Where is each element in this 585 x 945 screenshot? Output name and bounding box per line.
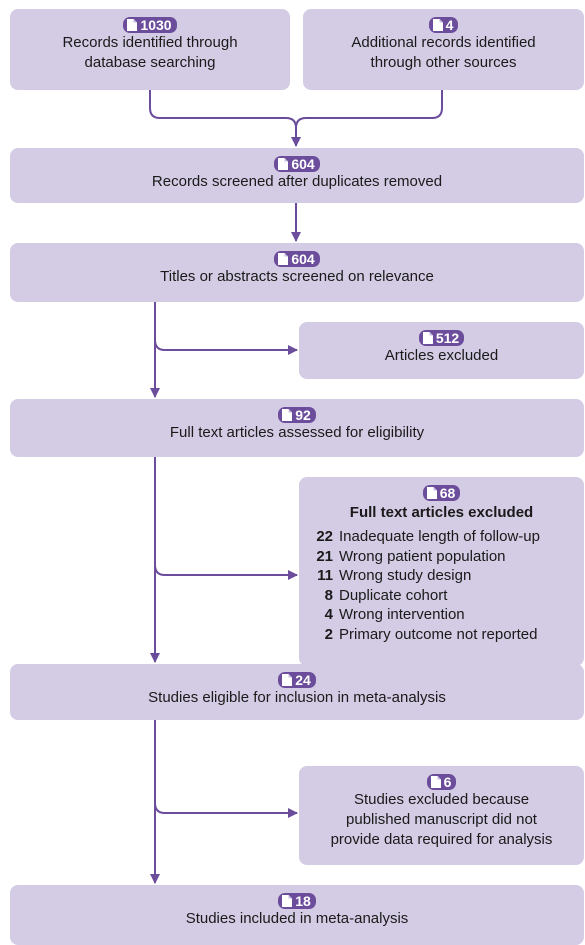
- document-icon: [282, 674, 293, 686]
- reason-text: Duplicate cohort: [339, 586, 448, 604]
- count-value: 1030: [140, 17, 172, 33]
- full-text-assessed-box: 92 Full text articles assessed for eligi…: [10, 399, 584, 457]
- count-value: 18: [295, 893, 311, 909]
- box-label-line: through other sources: [370, 54, 517, 71]
- studies-included-box: 18 Studies included in meta-analysis: [10, 885, 584, 945]
- box-label-line: database searching: [84, 54, 216, 71]
- count-badge: 24: [278, 672, 316, 688]
- studies-eligible-box: 24 Studies eligible for inclusion in met…: [10, 664, 584, 720]
- count-badge: 68: [422, 485, 461, 501]
- exclusion-title: Full text articles excluded: [349, 504, 534, 521]
- count-badge: 604: [274, 156, 320, 172]
- articles-excluded-box: 512 Articles excluded: [299, 322, 584, 379]
- count-value: 92: [295, 407, 311, 423]
- reason-text: Wrong intervention: [339, 606, 465, 623]
- box-label-line: Additional records identified: [351, 34, 536, 51]
- box-label-line: Articles excluded: [384, 347, 499, 364]
- reason-count: 11: [317, 567, 333, 584]
- count-value: 6: [443, 774, 452, 790]
- document-icon: [278, 158, 289, 170]
- count-badge: 18: [278, 893, 316, 909]
- count-badge: 6: [426, 774, 457, 790]
- studies-excluded-box: 6 Studies excluded because published man…: [299, 766, 584, 865]
- reason-text: Primary outcome not reported: [339, 625, 538, 643]
- box-label-line: Studies excluded because: [353, 791, 530, 808]
- document-icon: [282, 895, 293, 907]
- reason-count: 2: [324, 625, 333, 643]
- merge-connector: [149, 90, 443, 129]
- records-screened-box: 604 Records screened after duplicates re…: [10, 148, 584, 203]
- arrow-to-full-text-excluded: [154, 564, 298, 580]
- reason-text: Wrong patient population: [339, 547, 506, 565]
- box-label-line: Records identified through: [62, 34, 238, 51]
- box-label-line: Titles or abstracts screened on relevanc…: [160, 268, 434, 285]
- document-icon: [426, 487, 437, 499]
- count-value: 68: [439, 485, 456, 501]
- count-badge: 4: [428, 17, 459, 33]
- full-text-excluded-box: 68 Full text articles excluded 22 Inadequ…: [299, 477, 584, 666]
- box-label-line: Studies included in meta-analysis: [185, 910, 409, 927]
- document-icon: [430, 776, 441, 788]
- reason-text: Inadequate length of follow-up: [339, 528, 540, 545]
- box-label-line: Studies eligible for inclusion in meta-a…: [148, 689, 446, 706]
- count-value: 4: [445, 17, 454, 33]
- count-badge: 512: [418, 330, 465, 346]
- document-icon: [432, 19, 443, 31]
- arrow-to-articles-excluded: [154, 339, 298, 355]
- reason-count: 8: [324, 586, 333, 604]
- document-icon: [422, 332, 433, 344]
- box-label-line: provide data required for analysis: [330, 831, 553, 848]
- records-database-box: 1030 Records identified through database…: [10, 9, 290, 90]
- count-value: 604: [291, 156, 315, 172]
- count-badge: 92: [278, 407, 316, 423]
- records-other-sources-box: 4 Additional records identified through …: [303, 9, 584, 90]
- titles-screened-box: 604 Titles or abstracts screened on rele…: [10, 243, 584, 302]
- box-label-line: Full text articles assessed for eligibil…: [169, 424, 425, 441]
- document-icon: [278, 253, 289, 265]
- count-badge: 1030: [123, 17, 177, 33]
- count-badge: 604: [274, 251, 320, 267]
- reason-count: 4: [324, 606, 333, 623]
- count-value: 604: [291, 251, 315, 267]
- reason-count: 22: [316, 528, 333, 545]
- reason-text: Wrong study design: [339, 567, 472, 584]
- document-icon: [282, 409, 293, 421]
- document-icon: [127, 19, 138, 31]
- reason-count: 21: [316, 547, 333, 565]
- box-label-line: published manuscript did not: [346, 811, 537, 828]
- arrow-to-studies-excluded: [154, 802, 298, 818]
- count-value: 512: [435, 330, 460, 346]
- box-label-line: Records screened after duplicates remove…: [151, 173, 443, 190]
- count-value: 24: [295, 672, 311, 688]
